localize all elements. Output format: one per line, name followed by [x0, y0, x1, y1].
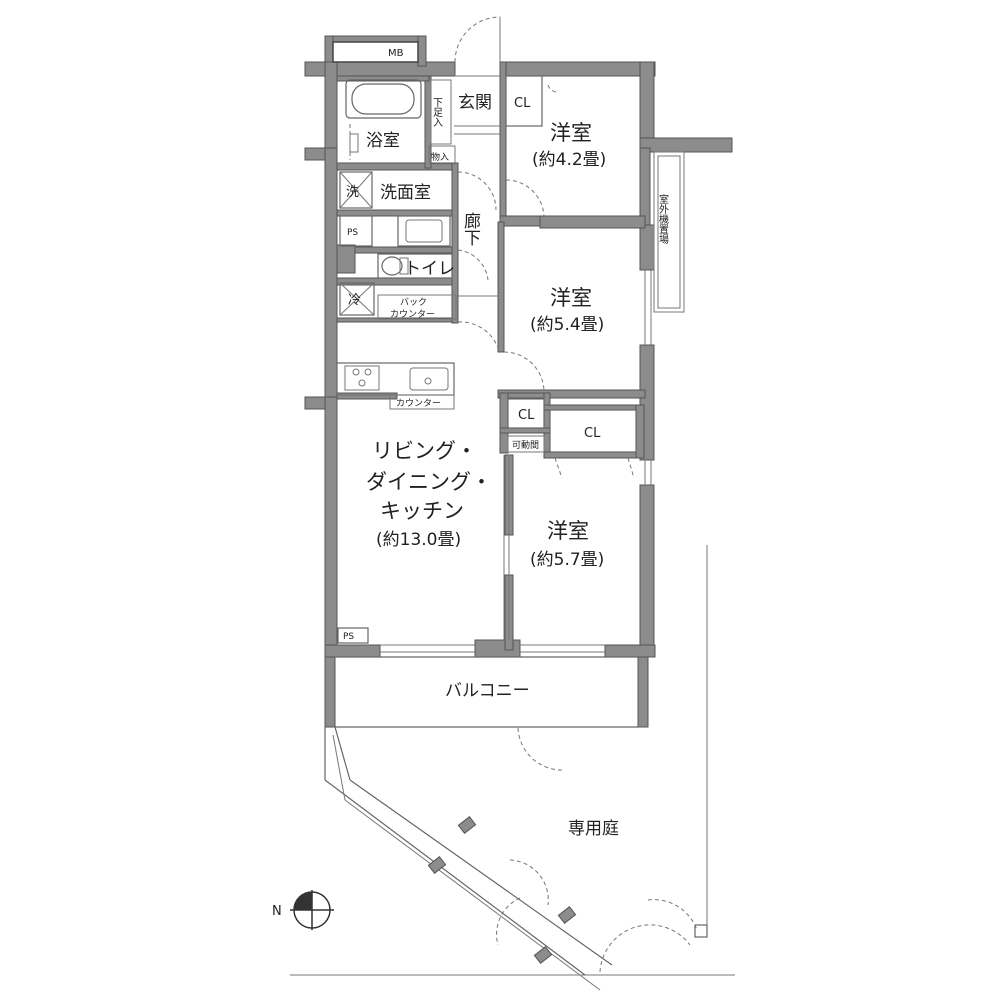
compass-north-label: N: [272, 904, 282, 919]
compass-icon: [290, 890, 334, 930]
closet-1-label: CL: [514, 96, 531, 111]
ps-bottom-label: PS: [343, 632, 354, 642]
entrance-label: 玄関: [458, 93, 492, 113]
door-swings: [454, 16, 635, 771]
storage-label: 物入: [431, 151, 449, 163]
shoe-storage-label: 下足入: [431, 97, 443, 127]
balcony-label: バルコニー: [445, 681, 530, 701]
ldk-size: (約13.0畳): [376, 530, 461, 550]
ldk-label-line1: リビング・: [372, 439, 477, 463]
garden-label: 専用庭: [568, 819, 619, 839]
washroom-label: 洗面室: [380, 183, 431, 203]
washing-machine-label: 洗: [346, 185, 359, 200]
ldk-label-line3: キッチン: [380, 499, 464, 523]
back-counter-label-2: カウンター: [390, 309, 435, 320]
back-counter-label-1: バック: [400, 297, 427, 308]
closet-2-label: CL: [518, 408, 535, 423]
bathroom-label: 浴室: [366, 131, 400, 151]
outdoor-unit-label: 室外機置場: [657, 193, 669, 245]
western-room-2-size: (約5.4畳): [530, 315, 604, 335]
western-room-3-size: (約5.7畳): [530, 550, 604, 570]
western-room-3-name: 洋室: [547, 519, 589, 543]
fridge-label: 冷: [348, 293, 361, 308]
mb-label: MB: [388, 48, 404, 59]
western-room-1-name: 洋室: [550, 121, 592, 145]
ldk-label-line2: ダイニング・: [366, 470, 492, 494]
western-room-2-name: 洋室: [550, 286, 592, 310]
fixtures: [332, 41, 685, 728]
toilet-label: トイレ: [404, 259, 455, 279]
closet-3-label: CL: [584, 426, 601, 441]
hallway-label: 廊下: [460, 212, 481, 246]
counter-label: カウンター: [396, 398, 441, 409]
ps-top-label: PS: [347, 228, 358, 238]
movable-partition-label: 可動間: [512, 440, 539, 451]
western-room-1-size: (約4.2畳): [532, 150, 606, 170]
private-garden: [290, 545, 735, 991]
